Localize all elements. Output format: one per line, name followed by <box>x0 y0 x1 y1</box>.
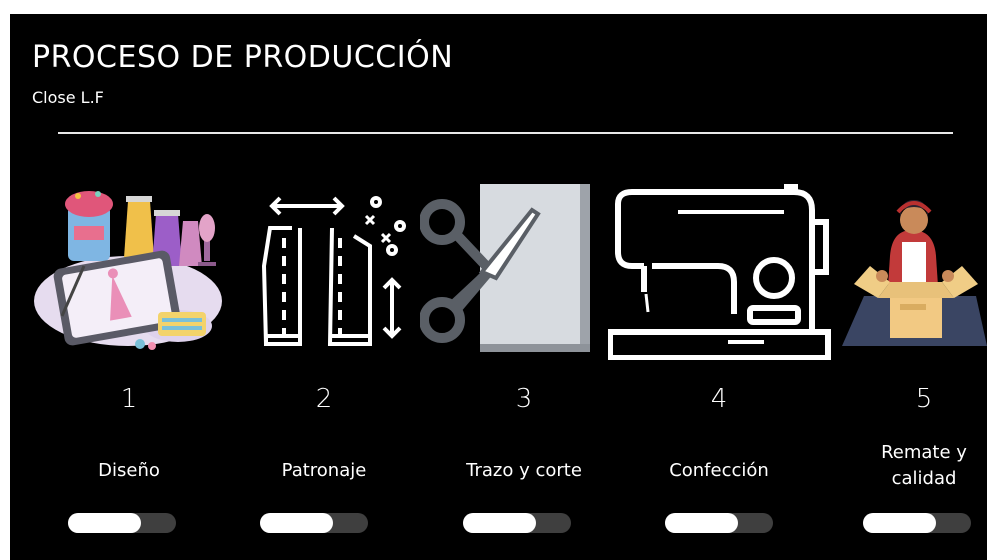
step-1-toggle[interactable] <box>68 513 176 533</box>
step-4-toggle-fill <box>665 513 739 533</box>
step-4-number: 4 <box>710 384 728 414</box>
step-5-toggle[interactable] <box>863 513 971 533</box>
step-3-label: Trazo y corte <box>466 460 582 481</box>
fashion-design-icon <box>34 191 222 350</box>
step-3-toggle-fill <box>463 513 537 533</box>
quality-box-icon <box>842 200 987 346</box>
page-subtitle: Close L.F <box>32 88 104 107</box>
step-3-toggle[interactable] <box>463 513 571 533</box>
slide: PROCESO DE PRODUCCIÓN Close L.F <box>10 14 987 560</box>
step-1-toggle-fill <box>68 513 142 533</box>
sewing-pattern-icon <box>261 196 406 346</box>
page-title: PROCESO DE PRODUCCIÓN <box>32 40 454 75</box>
divider <box>58 132 953 134</box>
step-5-toggle-fill <box>863 513 937 533</box>
step-2-label: Patronaje <box>281 460 367 481</box>
scissors-cut-icon <box>420 184 590 352</box>
step-5-number: 5 <box>915 384 933 414</box>
step-5-label: Remate y calidad <box>881 442 967 489</box>
step-1-number: 1 <box>120 384 138 414</box>
step-4-toggle[interactable] <box>665 513 773 533</box>
step-2-toggle[interactable] <box>260 513 368 533</box>
step-4-label: Confección <box>669 460 769 481</box>
step-3-number: 3 <box>515 384 533 414</box>
step-2-toggle-fill <box>260 513 334 533</box>
sewing-machine-icon <box>608 184 831 360</box>
step-1-label: Diseño <box>98 460 160 481</box>
step-2-number: 2 <box>315 384 333 414</box>
